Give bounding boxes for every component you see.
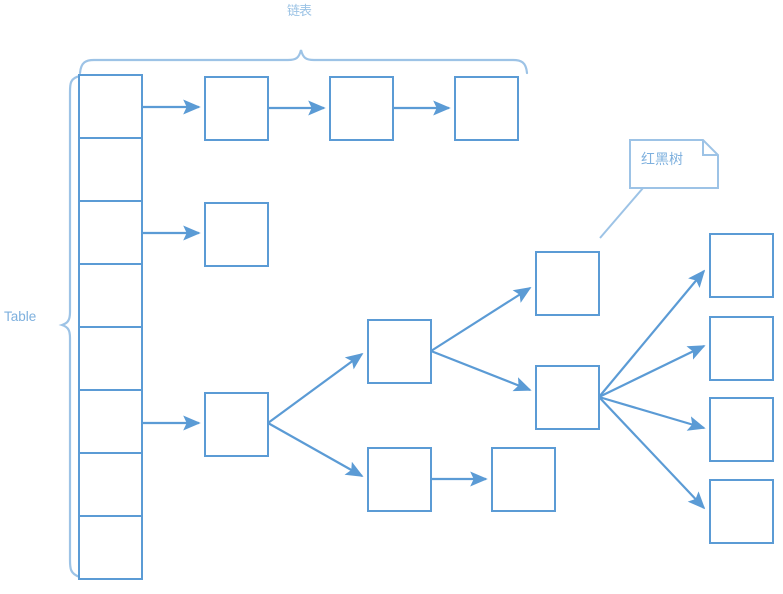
linked-list-chain[interactable]: [204, 76, 519, 141]
bucket-cell[interactable]: [78, 137, 143, 202]
tree-node-lower-right[interactable]: [491, 447, 556, 512]
edge-upper-to-topright: [430, 287, 532, 352]
edge-treeroot-to-lower: [267, 422, 364, 477]
single-node[interactable]: [204, 202, 269, 267]
bucket-cell[interactable]: [78, 200, 143, 265]
linked-list-node-3[interactable]: [454, 76, 519, 141]
linked-list-node-2[interactable]: [329, 76, 394, 141]
bucket-cell[interactable]: [78, 389, 143, 454]
edge-upper-to-hub: [430, 349, 532, 392]
tree-leaf-node-3[interactable]: [709, 397, 774, 462]
tree-node-lower-left[interactable]: [367, 447, 432, 512]
tree-node-top-right[interactable]: [535, 251, 600, 316]
hash-table-bucket-array[interactable]: [78, 74, 143, 580]
bucket-cell[interactable]: [78, 452, 143, 517]
edge-treeroot-to-upper: [267, 352, 364, 424]
edge-hub-to-leaf3: [598, 395, 706, 431]
tree-leaf-node-1[interactable]: [709, 233, 774, 298]
tree-root-node[interactable]: [204, 392, 269, 457]
linked-list-node-1[interactable]: [204, 76, 269, 141]
tree-hub-node[interactable]: [535, 365, 600, 430]
tree-leaf-node-4[interactable]: [709, 479, 774, 544]
bucket-cell[interactable]: [78, 326, 143, 391]
edge-hub-to-leaf1: [598, 269, 706, 398]
table-brace: [58, 74, 82, 579]
bucket-cell[interactable]: [78, 74, 143, 139]
red-black-tree-callout[interactable]: [599, 139, 719, 239]
bucket-cell[interactable]: [78, 515, 143, 580]
diagram-edges: [142, 99, 706, 510]
callout-fold-icon: [702, 140, 718, 156]
tree-node-upper-left[interactable]: [367, 319, 432, 384]
edge-hub-to-leaf2: [598, 345, 706, 398]
red-black-tree[interactable]: [204, 233, 774, 544]
tree-leaf-node-2[interactable]: [709, 316, 774, 381]
callout-tail: [599, 187, 644, 239]
linked-list-brace: [78, 49, 529, 75]
edge-hub-to-leaf4: [598, 396, 706, 510]
callout-body[interactable]: [629, 139, 719, 189]
bucket-cell[interactable]: [78, 263, 143, 328]
